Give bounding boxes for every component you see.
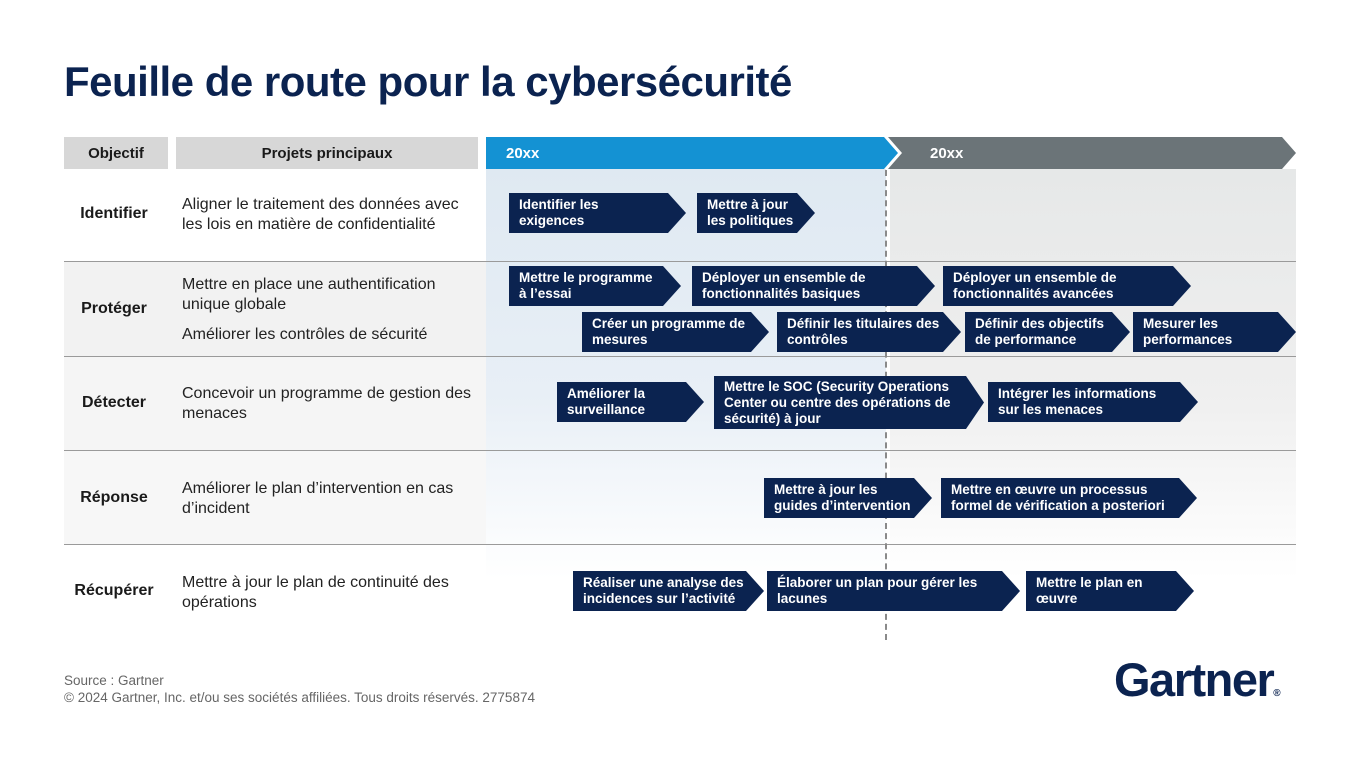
project-detect-1: Concevoir un programme de gestion des me… [182, 385, 472, 422]
task-pilot-program: Mettre le programme à l’essai [509, 266, 681, 306]
row-divider [64, 544, 1296, 545]
row-bg-recover [64, 545, 486, 639]
row-bg-protect [64, 262, 486, 356]
footer-source: Source : Gartner © 2024 Gartner, Inc. et… [64, 672, 535, 706]
task-business-impact-analysis: Réaliser une analyse des incidences sur … [573, 571, 764, 611]
row-bg-detect [64, 357, 486, 450]
task-deploy-basic: Déployer un ensemble de fonctionnalités … [692, 266, 935, 306]
row-bg-respond [64, 451, 486, 544]
phase-1-header: 20xx [486, 137, 898, 169]
row-divider [64, 356, 1296, 357]
task-threat-intel: Intégrer les informations sur les menace… [988, 382, 1198, 422]
project-recover-1: Mettre à jour le plan de continuité des … [182, 574, 449, 611]
logo-text: Gartner [1114, 653, 1275, 706]
objective-recover: Récupérer [74, 582, 154, 599]
project-identify-1: Aligner le traitement des données avec l… [182, 196, 459, 233]
objective-respond: Réponse [80, 489, 148, 506]
task-update-policies: Mettre à jour les politiques [697, 193, 815, 233]
objective-identify: Identifier [80, 205, 148, 222]
row-bg-identify [64, 169, 486, 261]
row-divider [64, 450, 1296, 451]
task-create-metrics: Créer un programme de mesures [582, 312, 769, 352]
task-implement-plan: Mettre le plan en œuvre [1026, 571, 1194, 611]
objective-protect: Protéger [81, 300, 147, 317]
project-respond-1: Améliorer le plan d’intervention en cas … [182, 480, 454, 517]
header-objective: Objectif [64, 137, 168, 169]
phase-2-header: 20xx [888, 137, 1296, 169]
copyright-line: © 2024 Gartner, Inc. et/ou ses sociétés … [64, 690, 535, 705]
task-update-playbooks: Mettre à jour les guides d’intervention [764, 478, 932, 518]
source-line: Source : Gartner [64, 673, 164, 688]
task-deploy-advanced: Déployer un ensemble de fonctionnalités … [943, 266, 1191, 306]
page-title: Feuille de route pour la cybersécurité [64, 58, 792, 105]
task-gap-plan: Élaborer un plan pour gérer les lacunes [767, 571, 1020, 611]
task-post-incident-review: Mettre en œuvre un processus formel de v… [941, 478, 1197, 518]
logo-registered-mark: ® [1273, 688, 1281, 699]
task-measure-performance: Mesurer les performances [1133, 312, 1296, 352]
task-update-soc: Mettre le SOC (Security Operations Cente… [714, 376, 984, 429]
task-identify-requirements: Identifier les exigences [509, 193, 686, 233]
project-protect-1: Mettre en place une authentification uni… [182, 276, 436, 313]
task-define-objectives: Définir des objectifs de performance [965, 312, 1130, 352]
header-projects: Projets principaux [176, 137, 478, 169]
row-divider [64, 261, 1296, 262]
gartner-logo: Gartner® [1114, 652, 1281, 707]
objective-detect: Détecter [81, 394, 147, 411]
task-improve-monitoring: Améliorer la surveillance [557, 382, 704, 422]
task-define-owners: Définir les titulaires des contrôles [777, 312, 961, 352]
project-protect-2: Améliorer les contrôles de sécurité [182, 326, 428, 343]
